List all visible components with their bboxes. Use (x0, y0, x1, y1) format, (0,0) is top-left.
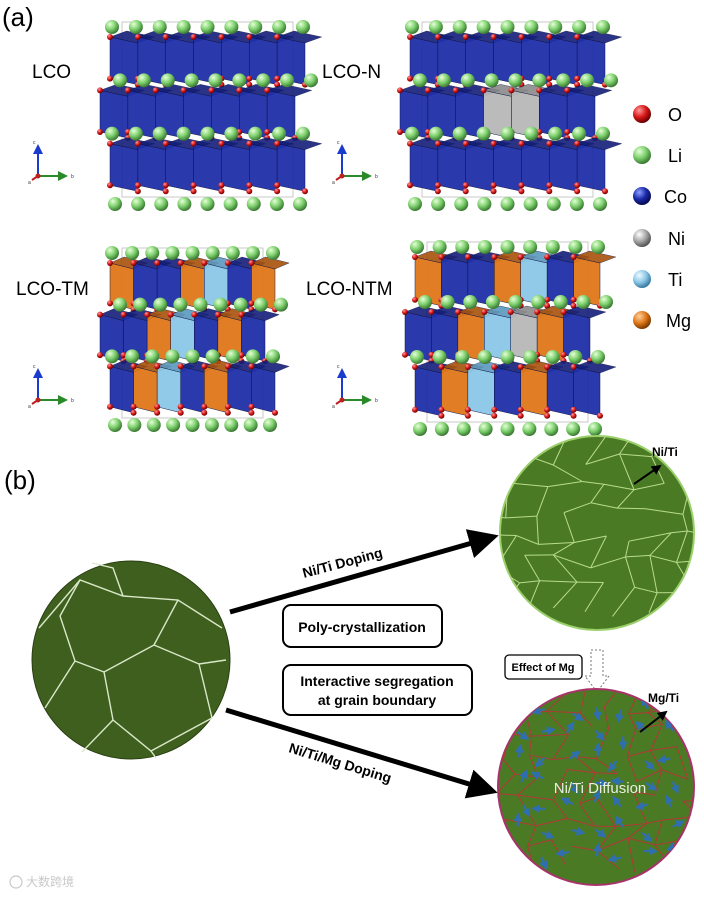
crystal-lco-n (397, 20, 622, 211)
box-segregation-line1: Interactive segregation (300, 673, 453, 689)
legend-label-ni: Ni (668, 229, 685, 249)
box-polycrystallization: Poly-crystallization (283, 605, 442, 647)
label-niti-diffusion: Ni/Ti Diffusion (554, 780, 647, 797)
label-mgti: Mg/Ti (648, 691, 679, 705)
axis-triad-lco: c b a (28, 140, 74, 186)
legend-label-o: O (668, 105, 682, 125)
panel-a-label: (a) (2, 2, 34, 32)
legend-label-mg: Mg (666, 311, 691, 331)
arrow-nitimgdoping (226, 710, 492, 791)
legend-swatch-ni (633, 229, 651, 247)
axis-label-a: a (28, 180, 31, 186)
structure-label-lco: LCO (32, 62, 71, 83)
axis-triad-lco-n: c b a (332, 140, 378, 186)
legend-label-li: Li (668, 146, 682, 166)
watermark-text: 大数跨境 (26, 874, 74, 889)
box-interactive-segregation: Interactive segregation at grain boundar… (283, 665, 472, 715)
arrow-effect-of-mg (585, 650, 609, 692)
crystal-lco-tm (97, 246, 289, 432)
axis-label-b: b (375, 174, 378, 180)
arrow-label-nitidoping: Ni/Ti Doping (301, 544, 385, 581)
legend-swatch-ti (633, 270, 651, 288)
axis-label-c: c (337, 140, 340, 146)
watermark-logo-icon (10, 876, 22, 888)
particle-single-crystal (32, 561, 230, 759)
particle-polycrystal-niti (466, 399, 704, 630)
axis-label-b: b (375, 398, 378, 404)
axis-label-b: b (71, 398, 74, 404)
legend-swatch-o (633, 105, 651, 123)
legend-swatch-mg (633, 311, 651, 329)
crystal-lco-ntm (402, 240, 616, 436)
axis-label-a: a (332, 180, 335, 186)
effect-of-mg-text: Effect of Mg (512, 662, 575, 674)
legend: O Li Co Ni Ti Mg (633, 105, 691, 331)
axis-label-a: a (332, 404, 335, 410)
axis-label-c: c (33, 364, 36, 370)
legend-swatch-co (633, 187, 651, 205)
axis-label-c: c (337, 364, 340, 370)
legend-label-ti: Ti (668, 270, 682, 290)
legend-label-co: Co (664, 187, 687, 207)
axis-label-a: a (28, 404, 31, 410)
box-polycrystallization-text: Poly-crystallization (298, 619, 426, 635)
box-segregation-line2: at grain boundary (318, 692, 436, 708)
structure-label-lco-ntm: LCO-NTM (306, 279, 393, 300)
panel-b-label: (b) (4, 465, 36, 495)
watermark: 大数跨境 (10, 874, 74, 889)
axis-triad-lco-tm: c b a (28, 364, 74, 410)
crystal-lco (97, 20, 322, 211)
structure-label-lco-tm: LCO-TM (16, 279, 89, 300)
axis-label-b: b (71, 174, 74, 180)
axis-label-c: c (33, 140, 36, 146)
label-niti: Ni/Ti (652, 445, 678, 459)
structure-label-lco-n: LCO-N (322, 62, 381, 83)
axis-triad-lco-ntm: c b a (332, 364, 378, 410)
legend-swatch-li (633, 146, 651, 164)
box-effect-of-mg: Effect of Mg (505, 655, 582, 679)
